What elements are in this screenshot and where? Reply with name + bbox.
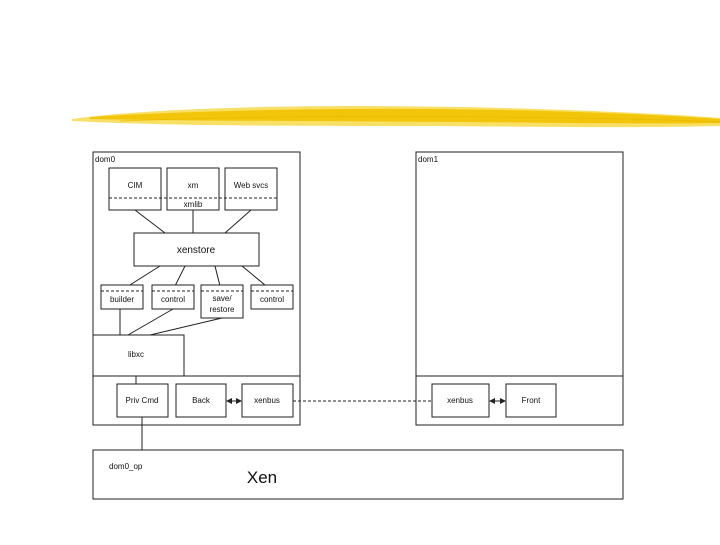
control2-label: control: [260, 295, 284, 304]
saverestore-libxc-link: [149, 317, 223, 336]
control2-box: [250, 284, 294, 310]
web-svcs-label: Web svcs: [234, 181, 269, 190]
dom1-xenbus-label: xenbus: [447, 396, 473, 405]
back-box: [175, 383, 227, 418]
xen-hypervisor-box: [92, 449, 624, 500]
dom0-label: dom0: [95, 155, 116, 164]
cim-xenstore-link: [134, 209, 166, 234]
priv-cmd-label: Priv Cmd: [126, 396, 159, 405]
xmlib-label: xmlib: [184, 200, 203, 209]
xenstore-box: [133, 232, 260, 267]
dom1-xenbus-box: [431, 383, 490, 418]
yellow-brush-stroke-decoration: [72, 106, 720, 128]
dom0-op-label: dom0_op: [109, 462, 143, 471]
front-label: Front: [522, 396, 541, 405]
cim-label: CIM: [128, 181, 143, 190]
xen-title: Xen: [247, 468, 277, 487]
xenstore-label: xenstore: [177, 245, 216, 256]
builder-box: [100, 284, 144, 310]
cim-box: [108, 167, 162, 211]
websvcs-xenstore-link: [224, 209, 252, 234]
restore-label: restore: [210, 305, 235, 314]
dom1-container: [415, 151, 624, 426]
front-box: [505, 383, 557, 418]
control-libxc-link: [127, 308, 174, 336]
builder-label: builder: [110, 295, 134, 304]
control-box: [151, 284, 195, 310]
libxc-label: libxc: [128, 350, 144, 359]
dom0-xenbus-box: [241, 383, 294, 418]
libxc-box: [92, 334, 185, 377]
dom1-label: dom1: [418, 155, 439, 164]
web-svcs-box: [224, 167, 278, 211]
xm-label: xm: [188, 181, 199, 190]
control-label: control: [161, 295, 185, 304]
back-label: Back: [192, 396, 211, 405]
save-label: save/: [212, 294, 232, 303]
dom0-xenbus-label: xenbus: [254, 396, 280, 405]
